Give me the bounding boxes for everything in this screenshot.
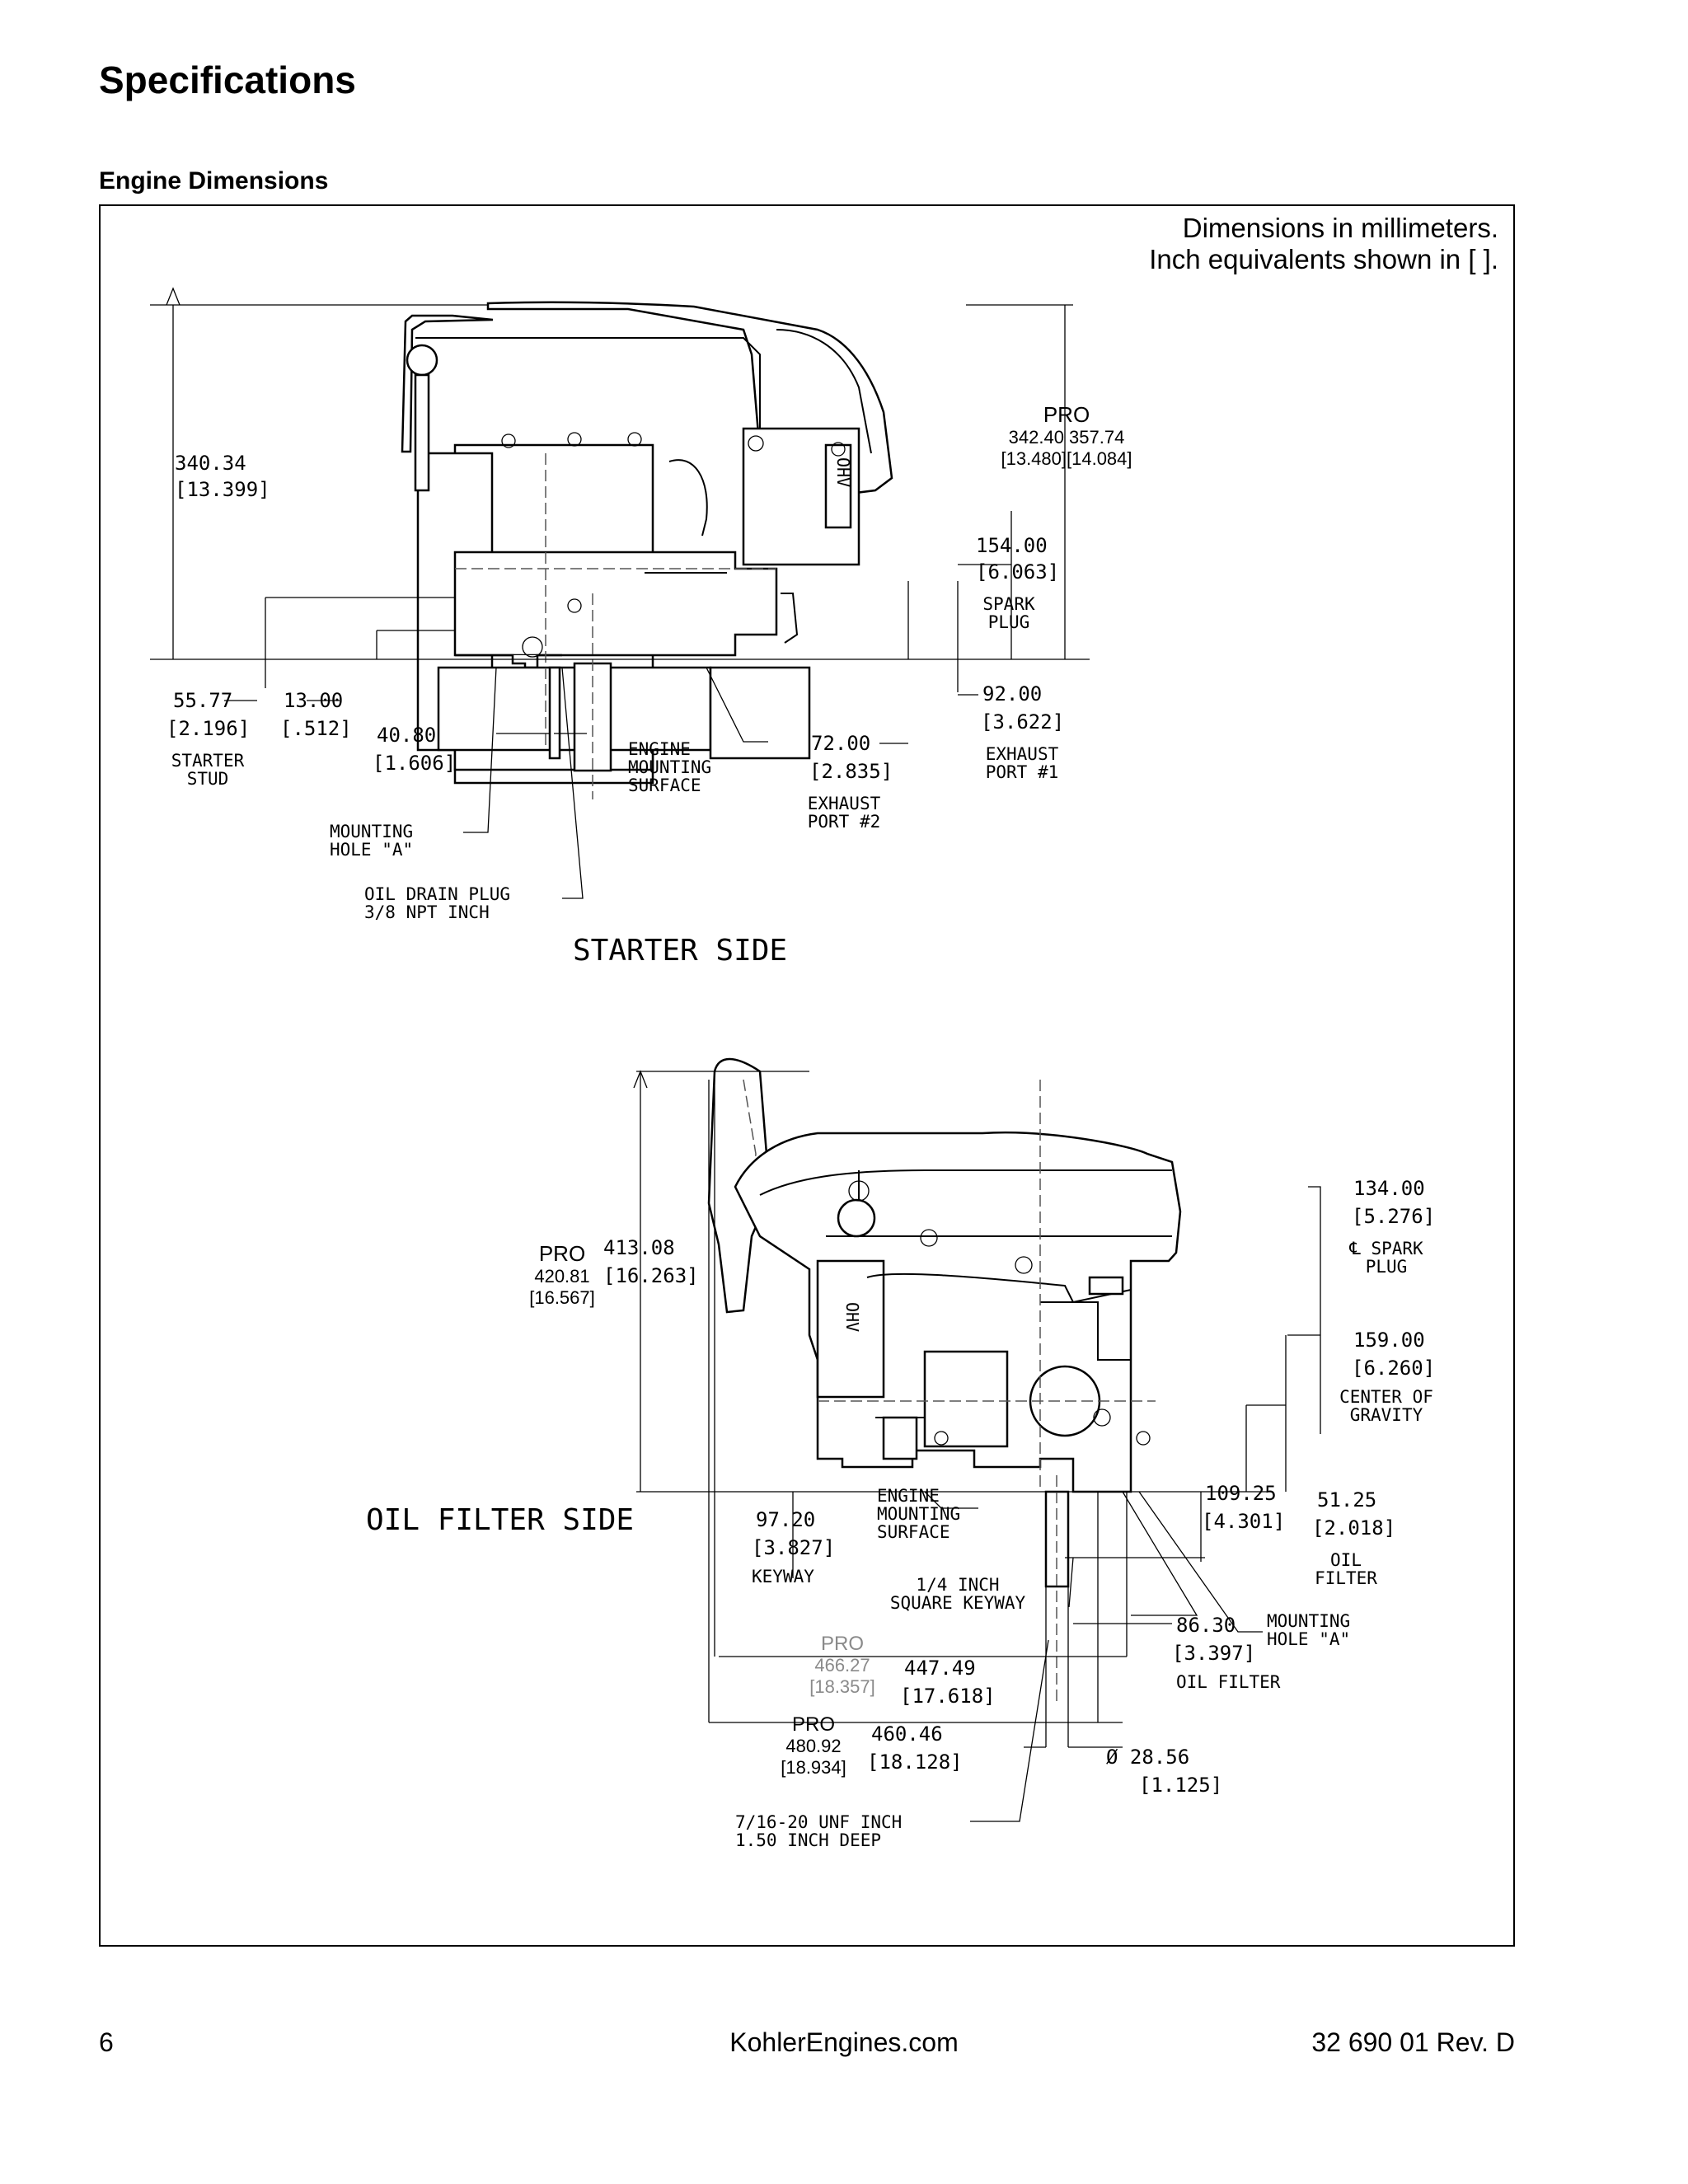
dim-340-inch: [13.399]	[175, 478, 270, 501]
oil-filter-label-1: OIL	[1330, 1550, 1362, 1570]
starter-stud-label-2: STUD	[187, 769, 229, 789]
thread-label-2: 1.50 INCH DEEP	[735, 1830, 881, 1850]
dim-134-inch: [5.276]	[1352, 1205, 1435, 1228]
cl-spark-plug-label-2: PLUG	[1366, 1257, 1408, 1277]
dim-51-inch: [2.018]	[1312, 1516, 1395, 1540]
dim-460-value: 460.46	[871, 1722, 943, 1746]
spark-plug-label-2: PLUG	[988, 612, 1030, 632]
dim-72-value: 72.00	[811, 732, 870, 755]
dimension-units-note: Dimensions in millimeters. Inch equivale…	[1149, 213, 1498, 275]
page-number: 6	[99, 2027, 114, 2057]
starter-side-view: OHV	[150, 287, 1132, 968]
starter-side-view-label: STARTER SIDE	[573, 934, 787, 968]
dim-154-inch: [6.063]	[976, 560, 1059, 583]
dim-13-inch: [.512]	[280, 717, 352, 740]
pro-480-value: 480.92	[785, 1736, 841, 1756]
units-note-line-1: Dimensions in millimeters.	[1182, 213, 1498, 243]
center-of-gravity-label-2: GRAVITY	[1350, 1405, 1423, 1425]
dim-154-value: 154.00	[976, 534, 1048, 557]
dim-40-inch: [1.606]	[373, 752, 456, 775]
oil-drain-plug-label-1: OIL DRAIN PLUG	[364, 884, 510, 904]
exhaust-port-1-label-1: EXHAUST	[986, 744, 1059, 764]
filter-engine-mount-label-1: ENGINE	[877, 1486, 940, 1506]
dim-447-value: 447.49	[904, 1657, 976, 1680]
exhaust-port-2-label-1: EXHAUST	[808, 794, 881, 813]
dim-92-inch: [3.622]	[981, 710, 1064, 733]
dim-159-value: 159.00	[1353, 1329, 1425, 1352]
filter-mounting-hole-label-1: MOUNTING	[1267, 1611, 1350, 1631]
pro-420-inch: [16.567]	[529, 1287, 595, 1308]
dim-86-value: 86.30	[1176, 1614, 1236, 1637]
dim-72-inch: [2.835]	[809, 760, 893, 783]
dim-86-inch: [3.397]	[1172, 1642, 1255, 1665]
starter-mounting-hole-label-2: HOLE "A"	[330, 840, 413, 860]
dim-97-inch: [3.827]	[752, 1536, 835, 1559]
dim-340-value: 340.34	[175, 452, 246, 475]
dim-40-value: 40.80	[377, 724, 436, 747]
pro-480-inch: [18.934]	[781, 1757, 846, 1778]
dim-447-inch: [17.618]	[900, 1685, 996, 1708]
starter-side-ohv-badge: OHV	[833, 457, 853, 487]
starter-engine-mount-label-2: MOUNTING	[628, 757, 711, 777]
starter-side-engine-outline: OHV	[401, 301, 893, 785]
oil-filter-side-crankshaft	[1044, 1490, 1070, 1588]
dim-97-value: 97.20	[756, 1508, 815, 1531]
filter-pro-label-1: PRO	[539, 1241, 585, 1266]
keyway-label: KEYWAY	[752, 1567, 814, 1586]
dim-413-inch: [16.263]	[603, 1264, 699, 1287]
dim-159-inch: [6.260]	[1352, 1357, 1435, 1380]
dim-460-inch: [18.128]	[867, 1750, 963, 1774]
exhaust-port-2-label-2: PORT #2	[808, 812, 881, 832]
pro-480-label: PRO	[792, 1713, 835, 1736]
oil-filter-side-view-label: OIL FILTER SIDE	[366, 1503, 634, 1537]
cl-spark-plug-label-1: ℄ SPARK	[1348, 1239, 1423, 1258]
square-keyway-label-2: SQUARE KEYWAY	[890, 1593, 1026, 1613]
dim-55-value: 55.77	[173, 689, 232, 712]
thread-label-1: 7/16-20 UNF INCH	[735, 1812, 902, 1832]
filter-engine-mount-label-2: MOUNTING	[877, 1504, 960, 1524]
page-title: Specifications	[99, 59, 356, 101]
pro-466-inch: [18.357]	[809, 1676, 875, 1697]
oil-filter-side-engine-outline: OHV	[707, 1057, 1182, 1493]
starter-mounting-hole-label-1: MOUNTING	[330, 822, 413, 841]
dim-109-value: 109.25	[1205, 1482, 1277, 1505]
pro-420-value: 420.81	[534, 1266, 589, 1286]
starter-pro-label: PRO	[1043, 402, 1090, 427]
footer-website: KohlerEngines.com	[729, 2027, 959, 2057]
pro-466-value: 466.27	[814, 1655, 870, 1675]
engine-dimensions-figure: Dimensions in millimeters. Inch equivale…	[99, 204, 1515, 1947]
starter-stud-label-1: STARTER	[171, 751, 245, 771]
dim-13-value: 13.00	[284, 689, 343, 712]
dim-51-value: 51.25	[1317, 1488, 1376, 1511]
center-of-gravity-label-1: CENTER OF	[1339, 1387, 1433, 1407]
units-note-line-2: Inch equivalents shown in [ ].	[1149, 244, 1498, 274]
starter-pro-values-inch: [13.480][14.084]	[1001, 448, 1132, 469]
starter-engine-mount-label-3: SURFACE	[628, 776, 701, 795]
oil-filter-side-ohv-badge: OHV	[842, 1302, 862, 1332]
dim-413-value: 413.08	[603, 1236, 675, 1259]
dim-28-inch: [1.125]	[1139, 1774, 1222, 1797]
document-code: 32 690 01 Rev. D	[1311, 2027, 1515, 2057]
oil-drain-plug-label-2: 3/8 NPT INCH	[364, 902, 490, 922]
exhaust-port-1-label-2: PORT #1	[986, 762, 1059, 782]
starter-pro-values: 342.40 357.74	[1009, 427, 1125, 448]
dim-92-value: 92.00	[982, 682, 1042, 705]
dim-55-inch: [2.196]	[166, 717, 250, 740]
dim-28-value: Ø 28.56	[1106, 1746, 1189, 1769]
pro-466-label: PRO	[821, 1633, 864, 1655]
square-keyway-label-1: 1/4 INCH	[916, 1575, 999, 1595]
spark-plug-label-1: SPARK	[982, 594, 1035, 614]
dim-109-inch: [4.301]	[1202, 1510, 1285, 1533]
oil-filter-side-view: OHV	[366, 1057, 1435, 1850]
section-title: Engine Dimensions	[99, 167, 329, 194]
filter-engine-mount-label-3: SURFACE	[877, 1522, 950, 1542]
filter-mounting-hole-label-2: HOLE "A"	[1267, 1629, 1350, 1649]
dim-134-value: 134.00	[1353, 1177, 1425, 1200]
oil-filter-dim-label: OIL FILTER	[1176, 1672, 1281, 1692]
starter-engine-mount-label-1: ENGINE	[628, 739, 691, 759]
engine-drawing: OHV	[150, 287, 1435, 1850]
oil-filter-label-2: FILTER	[1315, 1568, 1377, 1588]
